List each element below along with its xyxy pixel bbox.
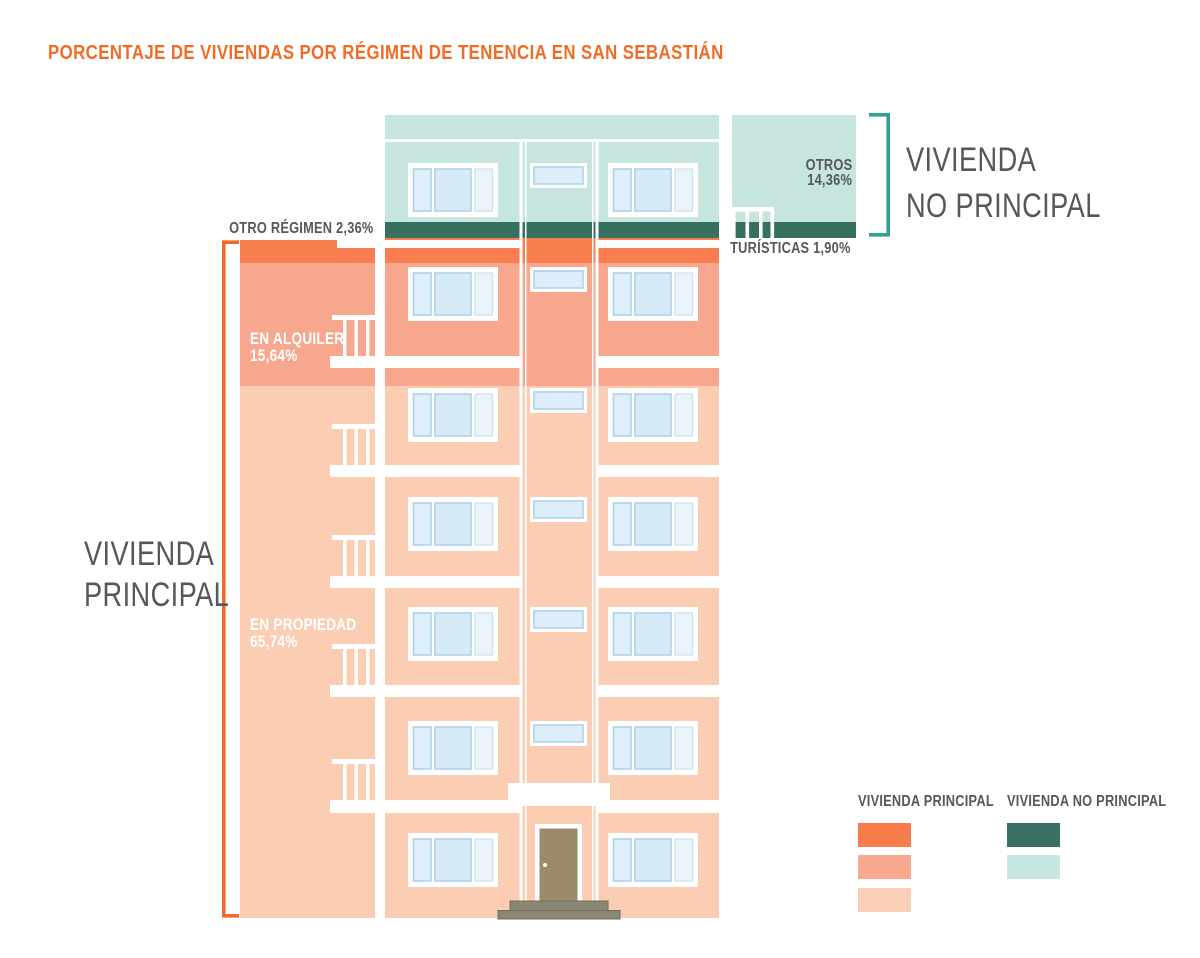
- small-window-icon: [529, 496, 588, 523]
- small-window-icon: [529, 387, 588, 414]
- label-vivienda-principal: VIVIENDA PRINCIPAL: [84, 535, 230, 614]
- segment-turisticas-band: [385, 222, 856, 238]
- window-icon: [607, 832, 699, 888]
- window-icon: [607, 496, 699, 552]
- legend-swatch-otros: [1007, 855, 1060, 879]
- vivienda-no-principal-bracket: [869, 113, 890, 237]
- vivienda-principal-bracket: [222, 240, 239, 918]
- small-window-icon: [529, 606, 588, 633]
- window-icon: [607, 720, 699, 776]
- chart-title: PORCENTAJE DE VIVIENDAS POR RÉGIMEN DE T…: [48, 42, 724, 64]
- small-window-icon: [529, 266, 588, 293]
- window-icon: [607, 606, 699, 662]
- window-icon: [607, 162, 699, 218]
- window-icon: [407, 387, 499, 443]
- small-window-icon: [529, 162, 588, 189]
- label-turisticas: TURÍSTICAS 1,90%: [730, 240, 851, 257]
- legend-swatch-turisticas: [1007, 823, 1060, 847]
- label-otro-regimen: OTRO RÉGIMEN 2,36%: [229, 220, 374, 237]
- legend-swatch-otro-regimen: [858, 823, 911, 847]
- window-icon: [407, 162, 499, 218]
- window-icon: [607, 387, 699, 443]
- legend-swatch-en-propiedad: [858, 888, 911, 912]
- label-en-propiedad: EN PROPIEDAD 65,74%: [250, 615, 357, 651]
- legend-title-principal: VIVIENDA PRINCIPAL: [858, 793, 994, 810]
- window-icon: [407, 832, 499, 888]
- building-white-separators: [330, 115, 719, 918]
- building-entrance: [497, 824, 621, 920]
- label-otros: OTROS 14,36%: [805, 157, 852, 189]
- label-vivienda-no-principal: VIVIENDA NO PRINCIPAL: [906, 141, 1101, 225]
- window-icon: [407, 266, 499, 322]
- legend-swatch-en-alquiler: [858, 855, 911, 879]
- step-icon: [497, 910, 621, 920]
- door-knob-icon: [543, 863, 547, 867]
- small-window-icon: [529, 720, 588, 747]
- legend-title-no-principal: VIVIENDA NO PRINCIPAL: [1007, 793, 1167, 810]
- step-icon: [509, 900, 609, 911]
- window-icon: [407, 720, 499, 776]
- window-icon: [607, 266, 699, 322]
- window-icon: [407, 496, 499, 552]
- window-icon: [407, 606, 499, 662]
- label-en-alquiler: EN ALQUILER 15,64%: [250, 329, 345, 365]
